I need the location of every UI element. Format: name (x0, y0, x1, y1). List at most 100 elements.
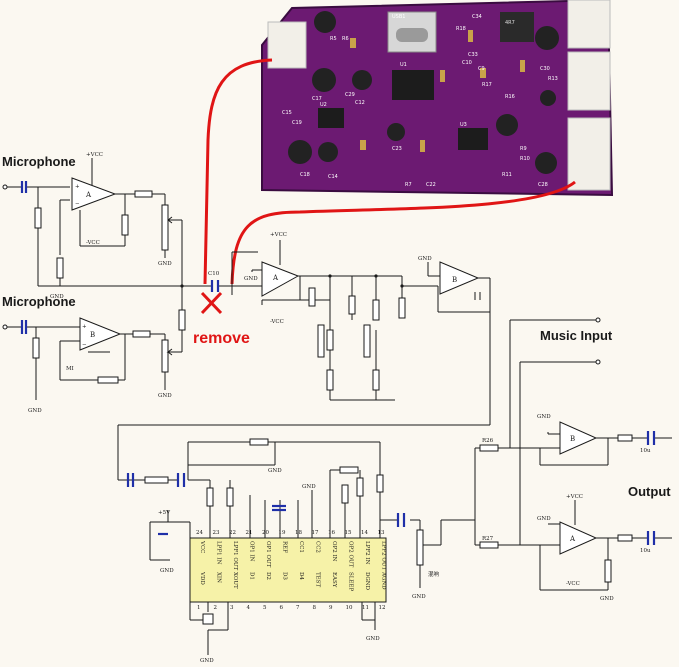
svg-text:B: B (452, 276, 457, 284)
resistor-icon (604, 559, 612, 583)
out-cap-label: 10u (640, 548, 651, 554)
gnd-label: GND (28, 408, 42, 414)
resistor-icon (206, 487, 214, 507)
ic-top-pin-label: LPF1 IN (216, 541, 222, 565)
ic-bottom-pin-number: 10 (346, 605, 353, 611)
pcb-res-label: R7 (405, 182, 412, 188)
pcb-res-label: R11 (502, 172, 512, 178)
resistor-icon (372, 299, 380, 321)
pcb-cap-label: C12 (355, 100, 365, 106)
gnd-label: GND (268, 468, 282, 474)
ic-top-pin-label: OP2 IN (331, 541, 337, 562)
resistor-icon (132, 330, 151, 338)
svg-text:+: + (75, 184, 80, 190)
pcb-cap-label: C15 (282, 110, 292, 116)
gnd-label: GND (537, 516, 551, 522)
reverb-ic-body (189, 537, 387, 603)
pcb-res-label: R10 (520, 156, 530, 162)
ic-top-pin-label: LPF1 OUT (232, 541, 238, 571)
ic-bottom-pin-label: VDD (199, 571, 205, 585)
ic-bottom-pin-number: 12 (379, 605, 386, 611)
ic-bottom-pin-label: EASY (331, 572, 337, 588)
gnd-label: GND (158, 261, 172, 267)
ic-top-pin-number: 16 (328, 530, 335, 536)
junction-dot (374, 274, 378, 278)
music-input-terminal (595, 359, 601, 365)
feedback-cap-icon (474, 292, 481, 300)
ic-bottom-pin-number: 2 (214, 605, 218, 611)
resistor-icon (326, 329, 334, 351)
ic-bottom-pin-label: D1 (249, 572, 255, 580)
ic-bottom-pin-label: D4 (298, 572, 304, 580)
ic-top-pin-label: VCC (199, 540, 205, 553)
r27-resistor-icon (479, 541, 499, 549)
ic-top-pin-number: 21 (246, 530, 253, 536)
pcb-u2-label: U2 (320, 102, 327, 108)
gnd-label: GND (160, 568, 174, 574)
ic-bottom-pin-number: 7 (296, 605, 300, 611)
remove-cross-icon (200, 291, 223, 315)
ic-bottom-pin-label: D2 (265, 572, 271, 580)
potentiometer-icon (161, 204, 173, 251)
mic1-wiring (5, 186, 183, 287)
ic-bottom-pin-number: 3 (230, 605, 234, 611)
c10-label: C10 (208, 271, 220, 277)
ic-bottom-pin-number: 5 (263, 605, 267, 611)
ic-bottom-pin-label: XIN (216, 572, 222, 583)
ic-input-cap-icon (126, 473, 406, 536)
out-cap-label: 10u (640, 448, 651, 454)
ic-top-pin-number: 24 (196, 530, 203, 536)
potentiometer-icon (416, 529, 424, 566)
ic-top-pin-number: 18 (295, 530, 302, 536)
ic-bottom-pin-number: 4 (247, 605, 251, 611)
resistor-icon (144, 476, 169, 484)
ic-bottom-pin-number: 6 (280, 605, 284, 611)
resistor-icon (56, 257, 64, 279)
ic-top-pin-label: REF (282, 541, 288, 553)
svg-text:−: − (82, 342, 87, 348)
junction-dot (180, 284, 184, 288)
pcb-res-label: R6 (342, 36, 349, 42)
pcb-u1-label: U1 (400, 62, 407, 68)
remove-label: remove (193, 330, 250, 347)
gnd-label: GND (158, 393, 172, 399)
opamp-b-1-icon: B + − (79, 317, 122, 351)
ic-top-pin-number: 19 (279, 530, 286, 536)
pcb-usb-label: USB1 (392, 14, 405, 20)
resistor-icon (376, 474, 384, 493)
crystal-icon (202, 613, 214, 625)
opamp-a-3-icon: A (559, 521, 598, 555)
pcb-cap-label: C30 (540, 66, 550, 72)
pcb-cap-label: C17 (312, 96, 322, 102)
svg-text:−: − (75, 201, 80, 207)
plus5v-label: +5V (158, 510, 171, 516)
svg-text:A: A (85, 191, 92, 199)
resistor-icon (341, 484, 349, 504)
resistor-icon (356, 477, 364, 497)
ic-top-pin-label: LPF2 OUT (381, 541, 387, 571)
pcb-res-label: R13 (548, 76, 558, 82)
gnd-label: GND (412, 594, 426, 600)
pcb-cap-label: C10 (462, 60, 472, 66)
resistor-icon (34, 207, 42, 229)
vcc-neg-label: -VCC (86, 240, 100, 246)
output-cap-icon (646, 431, 656, 545)
ic-bottom-pin-number: 9 (329, 605, 333, 611)
c10-cap-icon (210, 280, 220, 292)
junction-dot (328, 274, 332, 278)
pcb-cap-label: C23 (392, 146, 402, 152)
ic-top-pin-label: CC2 (315, 541, 321, 553)
resistor-icon (32, 337, 40, 359)
ic-bottom-pin-number: 11 (362, 605, 369, 611)
potentiometer-icon (161, 339, 173, 373)
ic-top-pin-number: 13 (378, 530, 385, 536)
ic-top-pin-label: LPF2 IN (364, 541, 370, 565)
pcb-cap-label: C9 (478, 66, 485, 72)
ic-top-pin-number: 15 (345, 530, 352, 536)
ic-bottom-pin-label: XOUT (232, 572, 238, 589)
pcb-u3-label: U3 (460, 122, 467, 128)
svg-text:A: A (272, 274, 279, 282)
pcb-cap-label: C18 (300, 172, 310, 178)
pcb-res-label: R18 (456, 26, 466, 32)
